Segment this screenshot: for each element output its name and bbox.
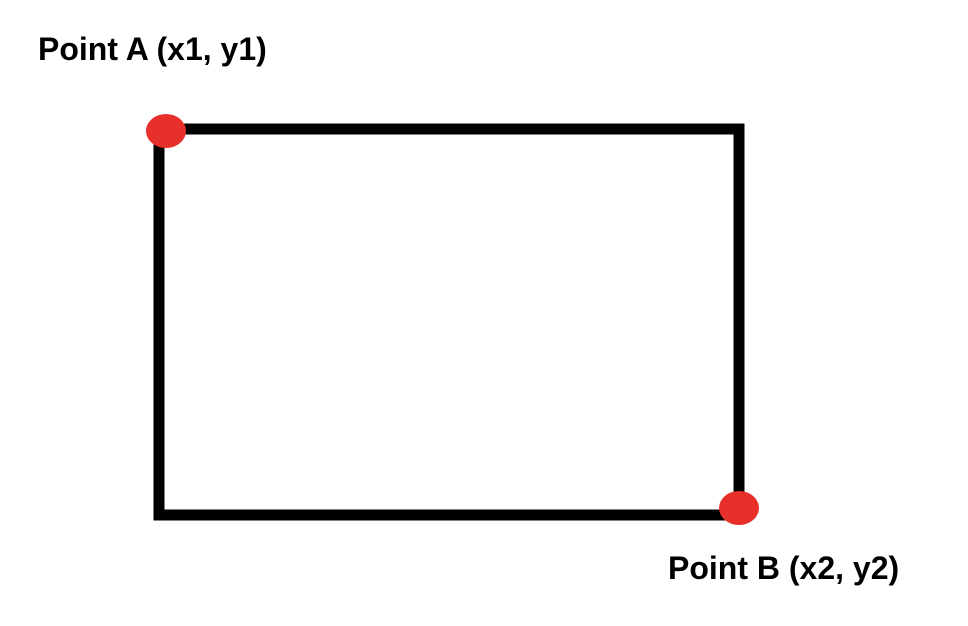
point-a-label: Point A (x1, y1) [38,31,267,67]
bounding-rectangle [153,123,745,521]
point-b-label: Point B (x2, y2) [668,550,900,586]
point-b-marker [719,491,759,525]
point-a-marker [146,114,186,148]
